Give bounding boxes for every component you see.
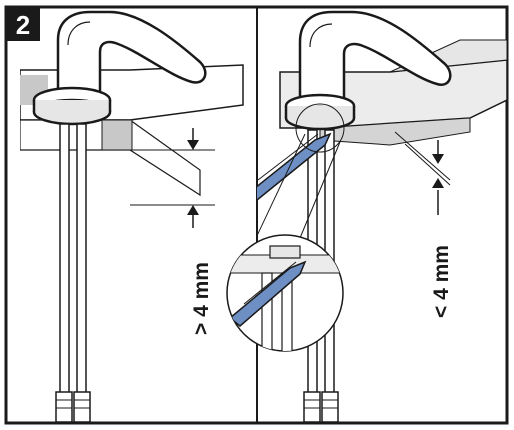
zoom-source-circle xyxy=(295,103,345,153)
countertop-hole-shade xyxy=(101,119,133,151)
thickness-dimension-right xyxy=(394,131,451,215)
zoom-leader-b xyxy=(257,133,306,237)
dimension-label-greater: > 4 mm xyxy=(190,262,213,335)
faucet-body-right xyxy=(298,10,452,102)
supply-hose-left xyxy=(59,123,70,395)
left-panel xyxy=(20,10,244,423)
step-number: 2 xyxy=(16,10,30,40)
hose-fittings xyxy=(55,391,91,423)
step-badge-bg xyxy=(6,7,40,41)
dimension-label-less: < 4 mm xyxy=(430,245,453,318)
detail-magnifier xyxy=(226,234,344,352)
zoom-leader-a xyxy=(299,141,341,239)
faucet-highlight xyxy=(67,21,91,46)
hose-fittings-right xyxy=(303,391,339,423)
thickness-dimension-left xyxy=(130,128,215,228)
supply-hose-right xyxy=(76,123,87,395)
faucet-body xyxy=(56,10,207,97)
step-badge: 2 xyxy=(6,7,40,41)
